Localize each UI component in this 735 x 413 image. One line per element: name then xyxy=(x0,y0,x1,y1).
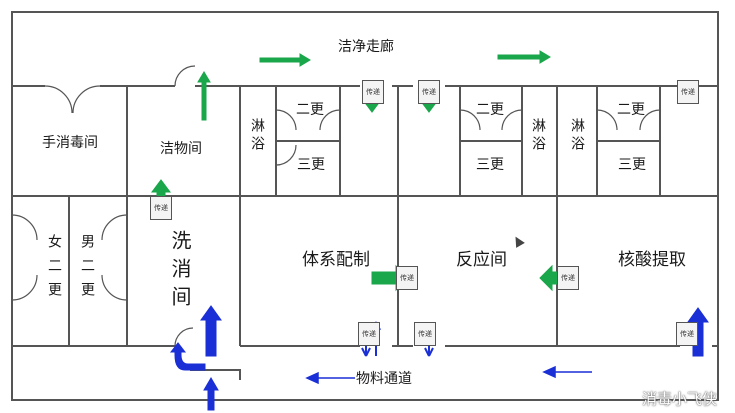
label-change2-1: 二更 xyxy=(296,102,324,118)
left-rooms xyxy=(12,195,127,346)
label-change3-2: 三更 xyxy=(476,157,504,173)
label-male-change: 男二更 xyxy=(79,234,95,306)
pass-window-corridor-3: 传递窗 xyxy=(677,80,699,104)
green-arrow-cleaning-up xyxy=(197,71,211,121)
blue-arrow-curved xyxy=(169,342,206,371)
label-change2-3: 二更 xyxy=(617,102,645,118)
watermark: 消毒小飞侠 xyxy=(641,390,717,408)
outer-wall xyxy=(11,11,719,401)
label-shower-3: 淋浴 xyxy=(569,118,585,154)
green-arrow-corridor-2 xyxy=(497,50,551,64)
label-reaction-room: 反应间 xyxy=(456,250,507,270)
label-change2-2: 二更 xyxy=(476,102,504,118)
pass-window-wash: 传递窗 xyxy=(150,196,172,220)
label-hand-disinfect: 手消毒间 xyxy=(42,135,98,151)
label-shower-1: 淋浴 xyxy=(249,118,265,154)
lower-left-wall xyxy=(190,369,241,380)
label-extraction: 核酸提取 xyxy=(618,250,686,270)
green-arrow-corridor-1 xyxy=(259,53,311,67)
change-block-1 xyxy=(275,86,341,196)
pass-window-corridor-2: 传递窗 xyxy=(418,80,440,104)
blue-arrow-channel-left-1 xyxy=(305,371,355,385)
blue-arrow-channel-left-2 xyxy=(542,365,592,379)
pass-window-reaction-left: 传递窗 xyxy=(396,266,418,290)
label-clean-corridor: 洁净走廊 xyxy=(338,39,394,55)
pass-window-bottom-3: 传递窗 xyxy=(676,322,698,346)
change-block-2 xyxy=(459,86,523,196)
pass-window-bottom-1: 传递窗 xyxy=(358,322,380,346)
label-material-channel: 物料通道 xyxy=(356,371,412,387)
blue-arrow-bottom-up xyxy=(203,377,219,411)
label-change3-3: 三更 xyxy=(618,157,646,173)
label-cleaning-room: 洁物间 xyxy=(160,141,202,157)
label-female-change: 女二更 xyxy=(46,234,62,306)
pass-window-reaction-right: 传递窗 xyxy=(557,266,579,290)
pass-window-bottom-2: 传递窗 xyxy=(414,322,436,346)
label-system-prep: 体系配制 xyxy=(302,250,370,270)
label-shower-2: 淋浴 xyxy=(530,118,546,154)
change-block-3 xyxy=(596,86,661,196)
label-change3-1: 三更 xyxy=(297,157,325,173)
blue-arrow-wash-up xyxy=(200,305,222,357)
label-wash-room: 洗消间 xyxy=(168,230,192,314)
pass-window-corridor-1: 传递窗 xyxy=(362,80,384,104)
